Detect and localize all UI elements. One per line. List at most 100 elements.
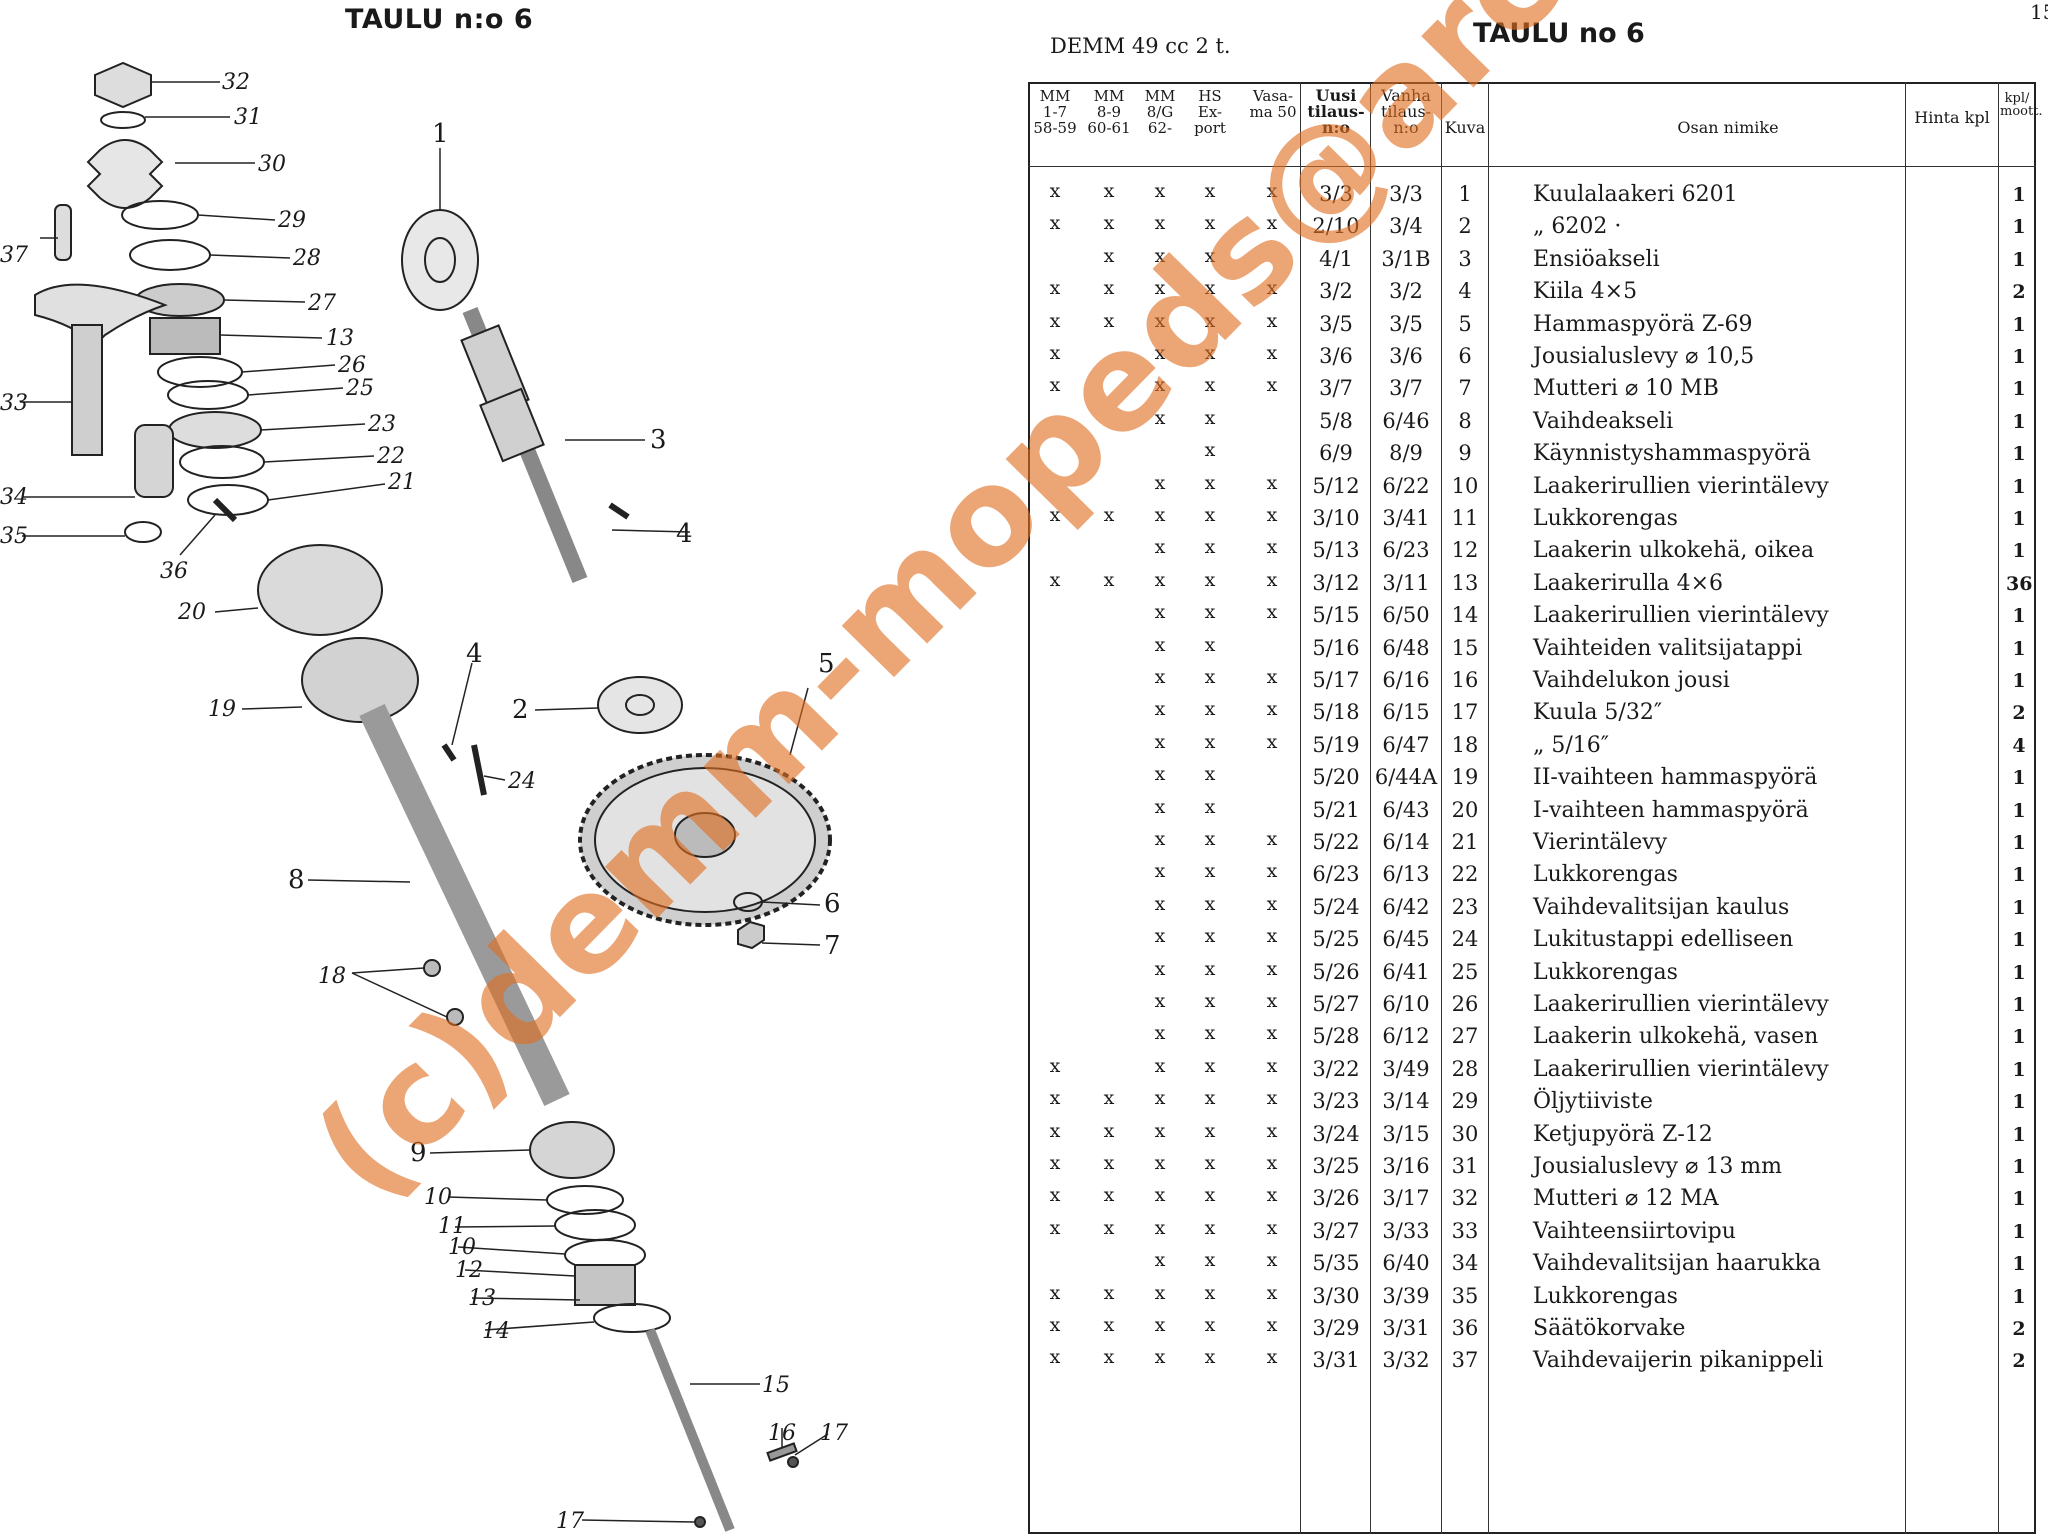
callout: 25 xyxy=(345,376,374,401)
column-divider xyxy=(1370,82,1371,1534)
cell-part-name: Laakerin ulkokehä, vasen xyxy=(1533,1024,1819,1050)
cell-vasama: x xyxy=(1266,1119,1278,1142)
cell-vasama: x xyxy=(1266,1152,1278,1174)
cell-qty: 1 xyxy=(2012,767,2026,790)
cell-uusi: 5/22 xyxy=(1312,830,1360,854)
header-hinta: Hinta kpl xyxy=(1914,108,1990,127)
cell-vasama: x xyxy=(1266,212,1278,235)
cell-uusi: 5/19 xyxy=(1312,732,1360,757)
cell-kuva: 16 xyxy=(1451,668,1479,692)
callout: 12 xyxy=(455,1258,483,1283)
cell-qty: 1 xyxy=(2012,378,2026,401)
cell-vasama: x xyxy=(1266,1249,1278,1272)
lug-36 xyxy=(212,497,238,523)
cell-mm17: x xyxy=(1049,342,1061,364)
cell-hs: x xyxy=(1204,763,1216,786)
cell-kuva: 21 xyxy=(1451,830,1479,854)
cell-hs: x xyxy=(1204,1314,1216,1336)
cell-hs: x xyxy=(1204,1022,1216,1045)
collar-23 xyxy=(168,411,262,449)
ball-17b xyxy=(694,1516,706,1528)
callout: 16 xyxy=(768,1421,796,1446)
cell-part-name: Hammaspyörä Z-69 xyxy=(1533,311,1753,337)
cell-vanha: 3/16 xyxy=(1382,1154,1430,1178)
cell-hs: x xyxy=(1204,374,1216,397)
cell-vasama: x xyxy=(1266,957,1278,980)
cell-vasama: x xyxy=(1266,1281,1278,1304)
header-name: Osan nimike xyxy=(1677,118,1779,137)
cell-mm8g: x xyxy=(1154,244,1166,267)
cell-hs: x xyxy=(1204,1249,1216,1272)
cell-mm8g: x xyxy=(1154,763,1166,786)
cell-kuva: 19 xyxy=(1451,765,1479,790)
cell-hs: x xyxy=(1204,1152,1216,1174)
cell-vanha: 3/33 xyxy=(1382,1218,1430,1243)
cell-uusi: 5/13 xyxy=(1312,538,1360,563)
cell-mm17: x xyxy=(1049,568,1061,591)
callout: 17 xyxy=(820,1421,848,1446)
cell-kuva: 31 xyxy=(1451,1154,1479,1178)
callout: 10 xyxy=(424,1185,452,1210)
cell-hs: x xyxy=(1204,1281,1216,1304)
header-mm8g: MM 8/G 62- xyxy=(1144,87,1176,137)
cell-part-name: Vaihdevalitsijan haarukka xyxy=(1533,1251,1822,1277)
cell-uusi: 6/9 xyxy=(1319,441,1353,466)
cell-qty: 2 xyxy=(2012,1318,2026,1340)
cell-part-name: Ensiöakseli xyxy=(1533,246,1660,272)
cell-part-name: Laakerirullien vierintälevy xyxy=(1533,473,1829,499)
callout: 33 xyxy=(0,391,28,416)
cell-mm17: x xyxy=(1049,1184,1061,1207)
cell-kuva: 24 xyxy=(1451,927,1479,952)
cell-mm8g: x xyxy=(1154,698,1166,721)
cell-hs: x xyxy=(1204,309,1216,332)
cell-hs: x xyxy=(1204,698,1216,721)
kick-gear-9 xyxy=(529,1121,615,1179)
cell-part-name: Vaihdevalitsijan kaulus xyxy=(1533,894,1790,920)
cell-kuva: 25 xyxy=(1451,959,1479,984)
cell-part-name: Lukkorengas xyxy=(1533,862,1678,888)
cell-vasama: x xyxy=(1266,374,1278,397)
cell-mm8g: x xyxy=(1154,1087,1166,1110)
cell-kuva: 9 xyxy=(1458,441,1472,466)
cell-vanha: 3/1B xyxy=(1381,246,1431,271)
cell-qty: 1 xyxy=(2012,248,2026,271)
cell-qty: 1 xyxy=(2012,1156,2026,1178)
cell-uusi: 5/20 xyxy=(1312,765,1360,790)
cell-mm8g: x xyxy=(1154,536,1166,559)
cell-kuva: 20 xyxy=(1451,797,1479,822)
cell-part-name: Jousialuslevy ⌀ 13 mm xyxy=(1533,1154,1783,1179)
cell-kuva: 15 xyxy=(1451,635,1479,660)
cell-mm8g: x xyxy=(1154,828,1166,850)
cell-vasama: x xyxy=(1266,277,1278,300)
cell-uusi: 5/17 xyxy=(1312,668,1360,692)
cell-qty: 1 xyxy=(2012,961,2026,984)
cell-uusi: 3/5 xyxy=(1319,311,1353,336)
cell-mm17: x xyxy=(1049,277,1061,300)
cell-uusi: 2/10 xyxy=(1312,214,1360,239)
header-vasama: Vasa-ma 50 xyxy=(1249,87,1297,121)
cell-kuva: 28 xyxy=(1451,1056,1479,1081)
cell-kuva: 6 xyxy=(1458,344,1472,368)
ring-25 xyxy=(167,380,249,410)
plate-14 xyxy=(593,1303,671,1333)
cell-mm89: x xyxy=(1103,1314,1115,1336)
cell-mm17: x xyxy=(1049,212,1061,235)
callout: 1 xyxy=(432,119,449,149)
cell-mm8g: x xyxy=(1154,568,1166,591)
cell-mm8g: x xyxy=(1154,1314,1166,1336)
exploded-parts-diagram: 32 31 30 37 29 28 27 13 26 25 33 23 22 2… xyxy=(0,61,848,1534)
cell-vasama: x xyxy=(1266,925,1278,948)
cell-kuva: 8 xyxy=(1458,408,1472,433)
cell-kuva: 23 xyxy=(1451,894,1479,919)
cell-uusi: 3/25 xyxy=(1312,1154,1360,1178)
callout: 11 xyxy=(438,1214,466,1239)
